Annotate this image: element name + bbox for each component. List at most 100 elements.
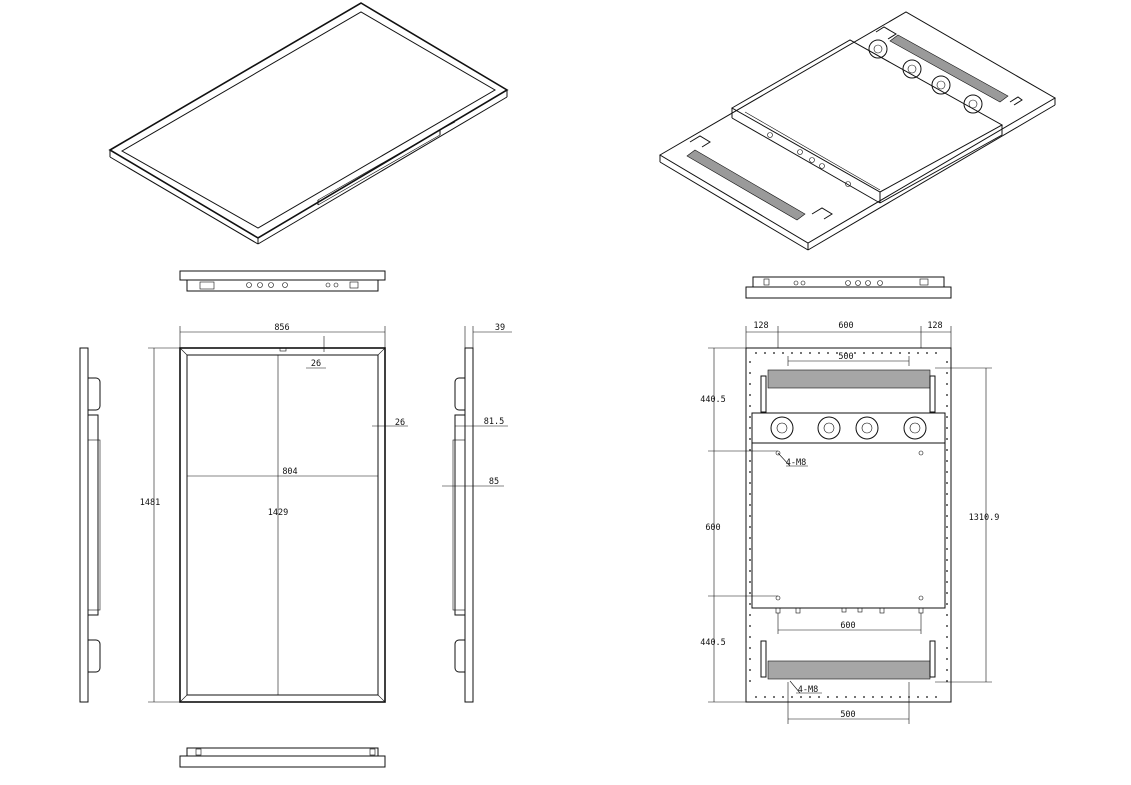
mounting-hole bbox=[749, 416, 751, 418]
mounting-hole bbox=[845, 696, 847, 698]
mounting-hole bbox=[800, 696, 802, 698]
mounting-hole bbox=[749, 603, 751, 605]
mounting-hole bbox=[827, 352, 829, 354]
mounting-hole bbox=[773, 696, 775, 698]
mounting-hole bbox=[749, 559, 751, 561]
mounting-hole bbox=[749, 482, 751, 484]
mounting-hole bbox=[749, 504, 751, 506]
mounting-hole bbox=[946, 570, 948, 572]
mounting-hole bbox=[872, 352, 874, 354]
dim-top-span: 500 bbox=[838, 352, 853, 362]
mounting-hole bbox=[749, 680, 751, 682]
dim-depth-overall: 39 bbox=[495, 323, 505, 333]
mounting-hole bbox=[854, 696, 856, 698]
mounting-hole bbox=[946, 482, 948, 484]
mounting-hole bbox=[749, 537, 751, 539]
mounting-hole bbox=[946, 658, 948, 660]
mounting-hole bbox=[946, 504, 948, 506]
mounting-hole bbox=[749, 438, 751, 440]
front-bottom-edge-view bbox=[179, 747, 386, 768]
mounting-hole bbox=[749, 471, 751, 473]
mounting-hole bbox=[845, 352, 847, 354]
mounting-hole bbox=[755, 696, 757, 698]
note-bottom-holes: 4-M8 bbox=[798, 685, 818, 695]
mounting-hole bbox=[946, 416, 948, 418]
mounting-hole bbox=[818, 352, 820, 354]
mounting-hole bbox=[946, 361, 948, 363]
mounting-hole bbox=[946, 526, 948, 528]
mounting-hole bbox=[926, 696, 928, 698]
mounting-hole bbox=[749, 592, 751, 594]
mounting-hole bbox=[946, 460, 948, 462]
mounting-hole bbox=[749, 526, 751, 528]
rear-top-edge-view bbox=[745, 276, 952, 299]
dim-mid-height: 600 bbox=[705, 523, 720, 533]
mounting-hole bbox=[863, 352, 865, 354]
mounting-hole bbox=[946, 581, 948, 583]
mounting-hole bbox=[749, 669, 751, 671]
mounting-hole bbox=[946, 405, 948, 407]
mounting-hole bbox=[749, 383, 751, 385]
mounting-hole bbox=[749, 449, 751, 451]
isometric-front-view bbox=[108, 2, 509, 245]
note-top-holes: 4-M8 bbox=[786, 458, 806, 468]
dim-active-height: 1429 bbox=[268, 508, 288, 518]
dim-width-overall: 856 bbox=[274, 323, 289, 333]
dim-depth-step: 81.5 bbox=[484, 417, 504, 427]
mounting-hole bbox=[749, 493, 751, 495]
mounting-hole bbox=[926, 352, 928, 354]
dim-margin-left: 128 bbox=[753, 321, 768, 331]
mounting-hole bbox=[908, 696, 910, 698]
mounting-hole bbox=[764, 352, 766, 354]
mounting-hole bbox=[946, 625, 948, 627]
rear-mounting-holes bbox=[749, 352, 948, 698]
mounting-hole bbox=[749, 427, 751, 429]
mounting-hole bbox=[749, 625, 751, 627]
mounting-hole bbox=[749, 647, 751, 649]
mounting-hole bbox=[836, 696, 838, 698]
dim-bezel-side: 26 bbox=[395, 418, 405, 428]
mounting-hole bbox=[946, 515, 948, 517]
mounting-hole bbox=[749, 372, 751, 374]
mounting-hole bbox=[946, 647, 948, 649]
dim-bottom-span-500: 500 bbox=[840, 710, 855, 720]
mounting-hole bbox=[946, 372, 948, 374]
mounting-hole bbox=[791, 352, 793, 354]
mounting-hole bbox=[773, 352, 775, 354]
mounting-hole bbox=[935, 352, 937, 354]
mounting-hole bbox=[899, 696, 901, 698]
dim-bottom-offset: 440.5 bbox=[700, 638, 726, 648]
mounting-hole bbox=[946, 537, 948, 539]
dim-depth-module: 85 bbox=[489, 477, 499, 487]
mounting-hole bbox=[946, 636, 948, 638]
mounting-hole bbox=[946, 548, 948, 550]
mounting-hole bbox=[827, 696, 829, 698]
mounting-hole bbox=[863, 696, 865, 698]
mounting-hole bbox=[764, 696, 766, 698]
mounting-hole bbox=[946, 680, 948, 682]
dim-margin-right: 128 bbox=[927, 321, 942, 331]
dim-bracket-height: 1310.9 bbox=[969, 513, 1000, 523]
mounting-hole bbox=[908, 352, 910, 354]
mounting-hole bbox=[791, 696, 793, 698]
mounting-hole bbox=[749, 515, 751, 517]
mounting-hole bbox=[881, 696, 883, 698]
mounting-hole bbox=[818, 696, 820, 698]
mounting-hole bbox=[872, 696, 874, 698]
dim-top-offset: 440.5 bbox=[700, 395, 726, 405]
mounting-hole bbox=[917, 352, 919, 354]
mounting-hole bbox=[935, 696, 937, 698]
mounting-hole bbox=[749, 570, 751, 572]
mounting-hole bbox=[749, 460, 751, 462]
mounting-hole bbox=[836, 352, 838, 354]
mounting-hole bbox=[946, 394, 948, 396]
mounting-hole bbox=[946, 559, 948, 561]
isometric-rear-view bbox=[659, 11, 1056, 251]
mounting-hole bbox=[749, 394, 751, 396]
mounting-hole bbox=[809, 696, 811, 698]
mounting-hole bbox=[749, 636, 751, 638]
right-side-view: 39 81.5 85 bbox=[442, 323, 512, 703]
mounting-hole bbox=[946, 383, 948, 385]
mounting-hole bbox=[890, 352, 892, 354]
